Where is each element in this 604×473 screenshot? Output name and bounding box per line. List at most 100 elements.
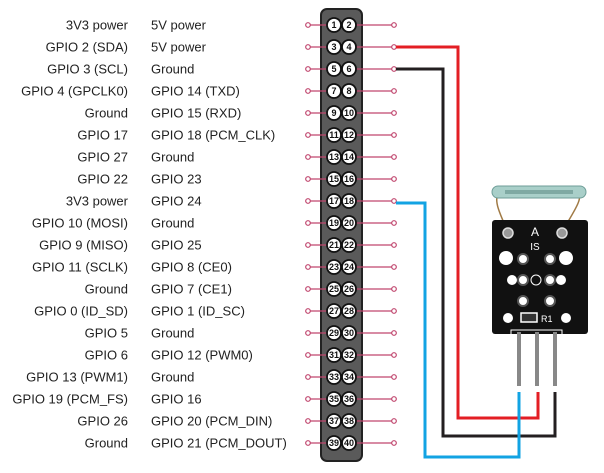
pin-9 [326, 105, 342, 121]
pin-terminal-left [305, 132, 311, 138]
pin-22 [341, 237, 357, 253]
pin-terminal-left [305, 176, 311, 182]
pin-terminal-right [391, 22, 397, 28]
pin-8 [341, 83, 357, 99]
pin-label-odd: GPIO 9 (MISO) [39, 238, 128, 253]
module-pin-middle [535, 332, 539, 386]
pin-label-even: GPIO 14 (TXD) [151, 84, 240, 99]
pin-number: 37 [329, 416, 339, 426]
pin-label-odd: GPIO 0 (ID_SD) [34, 304, 128, 319]
pin-32 [341, 347, 357, 363]
pin-terminal-right [391, 286, 397, 292]
pin-number: 20 [344, 218, 354, 228]
pin-number: 40 [344, 438, 354, 448]
pin-37 [326, 413, 342, 429]
pin-number: 31 [329, 350, 339, 360]
pin-number: 27 [329, 306, 339, 316]
module-pin-minus [553, 332, 557, 386]
pin-label-odd: GPIO 17 [77, 128, 128, 143]
pin-terminal-right [391, 308, 397, 314]
pin-label-odd: GPIO 6 [85, 348, 128, 363]
pin-terminal-right [391, 374, 397, 380]
pin-label-even: Ground [151, 62, 194, 77]
pin-number: 22 [344, 240, 354, 250]
pin-terminal-right [391, 132, 397, 138]
pin-label-even: GPIO 24 [151, 194, 202, 209]
pin-terminal-left [305, 66, 311, 72]
mount-hole-left [499, 251, 513, 265]
pin-terminal-left [305, 44, 311, 50]
pin-number: 6 [346, 64, 351, 74]
pin-15 [326, 171, 342, 187]
pin-2 [341, 17, 357, 33]
silk-is: IS [530, 242, 540, 253]
module-pin-s [517, 332, 521, 386]
pin-label-even: Ground [151, 150, 194, 165]
pin-label-odd: Ground [85, 106, 128, 121]
pin-terminal-right [391, 418, 397, 424]
pin-label-odd: 3V3 power [66, 18, 129, 33]
pin-7 [326, 83, 342, 99]
pin-terminal-right [391, 220, 397, 226]
pin-terminal-left [305, 308, 311, 314]
pin-label-even: GPIO 16 [151, 392, 202, 407]
pin-label-odd: Ground [85, 436, 128, 451]
silk-s: S [496, 331, 505, 346]
pin-terminal-left [305, 418, 311, 424]
pin-23 [326, 259, 342, 275]
pin-terminal-left [305, 88, 311, 94]
pin-40 [341, 435, 357, 451]
pin-label-even: GPIO 12 (PWM0) [151, 348, 253, 363]
pin-number: 30 [344, 328, 354, 338]
pin-number: 24 [344, 262, 354, 272]
pin-label-even: GPIO 1 (ID_SC) [151, 304, 245, 319]
silk-a: A [531, 225, 539, 239]
pin-label-even: GPIO 21 (PCM_DOUT) [151, 436, 287, 451]
pin-number: 12 [344, 130, 354, 140]
pin-3 [326, 39, 342, 55]
pin-terminal-left [305, 286, 311, 292]
pin-terminal-left [305, 220, 311, 226]
pin-27 [326, 303, 342, 319]
pin-terminal-left [305, 440, 311, 446]
pin-number: 4 [346, 42, 351, 52]
pin-label-odd: GPIO 3 (SCL) [47, 62, 128, 77]
pin-4 [341, 39, 357, 55]
pin-5 [326, 61, 342, 77]
power-wire [396, 45, 540, 420]
pin-terminal-right [391, 154, 397, 160]
pin-label-even: GPIO 23 [151, 172, 202, 187]
pin-number: 5 [331, 64, 336, 74]
pin-21 [326, 237, 342, 253]
pin-19 [326, 215, 342, 231]
pin-number: 23 [329, 262, 339, 272]
pin-number: 25 [329, 284, 339, 294]
pin-number: 32 [344, 350, 354, 360]
pin-20 [341, 215, 357, 231]
pin-terminal-right [391, 198, 397, 204]
pin-number: 16 [344, 174, 354, 184]
pin-number: 39 [329, 438, 339, 448]
pin-35 [326, 391, 342, 407]
pin-terminal-left [305, 374, 311, 380]
pin-terminal-right [391, 352, 397, 358]
pin-number: 15 [329, 174, 339, 184]
pin-label-odd: GPIO 11 (SCLK) [32, 260, 128, 275]
pin-number: 10 [344, 108, 354, 118]
pin-label-odd: Ground [85, 282, 128, 297]
pin-number: 18 [344, 196, 354, 206]
silk-r1: R1 [541, 314, 553, 324]
pin-terminal-right [391, 88, 397, 94]
pin-label-even: Ground [151, 326, 194, 341]
pin-row: Ground GPIO 21 (PCM_DOUT) 39 40 [85, 435, 397, 451]
pin-12 [341, 127, 357, 143]
